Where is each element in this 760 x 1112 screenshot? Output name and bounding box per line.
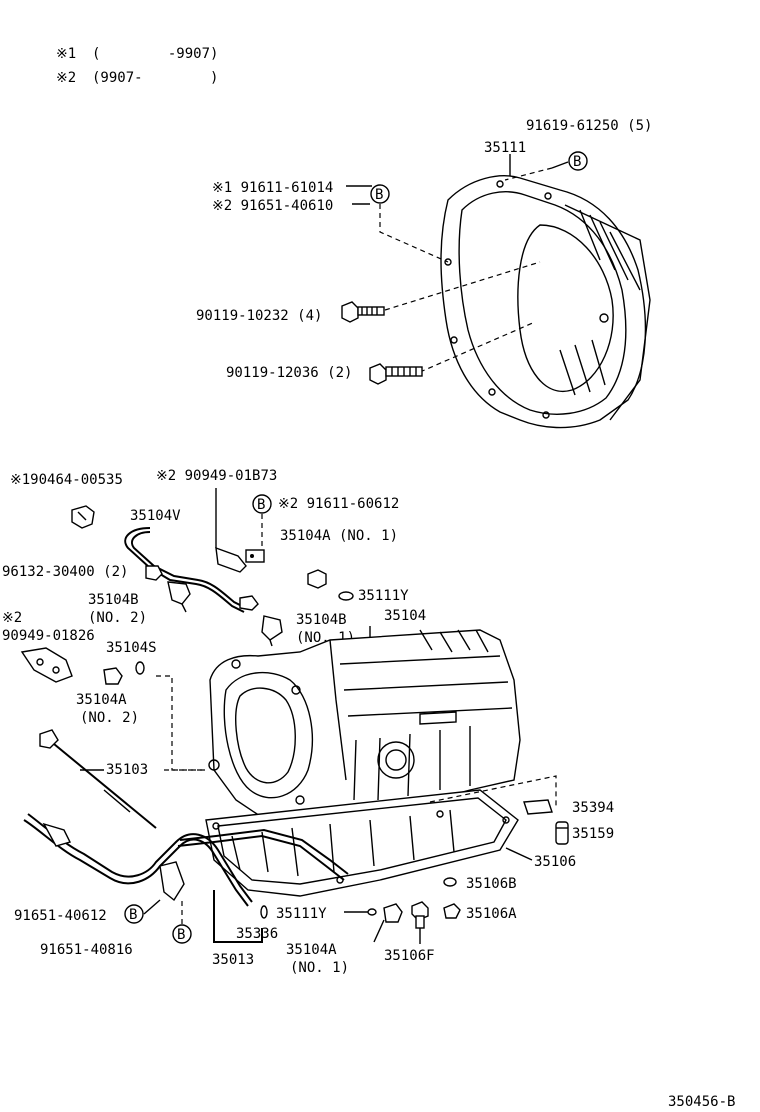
transmission-case-drawing <box>208 629 521 829</box>
gasket-35106b-drawing <box>443 877 457 887</box>
label-91611-60612: ※2 91611-60612 <box>278 496 399 512</box>
label-35104a-no1-top: 35104A (NO. 1) <box>280 528 398 544</box>
union-35104b-no1-drawing <box>261 615 283 647</box>
dipstick-35103-drawing <box>39 729 157 829</box>
note-2-mark: ※2 <box>56 70 76 86</box>
bolt-90119-10232-drawing <box>341 301 385 323</box>
label-90119-12036: 90119-12036 (2) <box>226 365 352 381</box>
label-90949-01826: 90949-01826 <box>2 628 95 644</box>
oil-pan-35106-drawing <box>205 789 519 897</box>
label-35103: 35103 <box>106 762 148 778</box>
label-35104b-no1: 35104B <box>296 612 347 628</box>
leader-35394 <box>429 775 557 806</box>
label-35111y-bot: 35111Y <box>276 906 327 922</box>
label-35106a: 35106A <box>466 906 517 922</box>
leader-91651-40612 <box>143 899 161 915</box>
b-marker-label: B <box>257 497 265 513</box>
b-marker-91651-40816: B <box>172 924 192 944</box>
label-35111y-top: 35111Y <box>358 588 409 604</box>
label-91651-40612: 91651-40612 <box>14 908 107 924</box>
plug-35104a-no2-drawing <box>103 667 123 685</box>
oring-35111y-top-drawing <box>338 591 354 601</box>
label-35104s: 35104S <box>106 640 157 656</box>
oring-35111y-bot-drawing <box>367 908 377 916</box>
bolt-35106f-drawing <box>411 901 429 929</box>
label-91651-40816: 91651-40816 <box>40 942 133 958</box>
label-90119-10232: 90119-10232 (4) <box>196 308 322 324</box>
b-marker-label: B <box>375 187 383 203</box>
label-90949-01826-mark: ※2 <box>2 610 22 626</box>
bolt-90119-12036-drawing <box>369 363 423 385</box>
b-marker-91651-40612: B <box>124 904 144 924</box>
label-35104a-no2: 35104A <box>76 692 127 708</box>
label-91611-61014: ※1 91611-61014 <box>212 180 333 196</box>
breather-hose-35104v-drawing <box>124 527 247 613</box>
label-35104a-no1-bot: 35104A <box>286 942 337 958</box>
bracket-35013 <box>213 890 263 943</box>
label-90464-00535: ※190464-00535 <box>10 472 123 488</box>
b-marker-label: B <box>177 927 185 943</box>
diagram-id: 350456-B <box>668 1094 735 1110</box>
oil-cooler-tube-35013-drawing <box>23 813 349 907</box>
label-96132-30400: 96132-30400 (2) <box>2 564 128 580</box>
magnet-35394-drawing <box>523 799 553 815</box>
label-35106f: 35106F <box>384 948 435 964</box>
note-1-mark: ※1 <box>56 46 76 62</box>
bracket-90949-01826-drawing <box>20 647 73 683</box>
note-1-range: ( -9907) <box>92 46 218 62</box>
plug-35104a-no1-top-drawing <box>307 569 327 589</box>
label-35106: 35106 <box>534 854 576 870</box>
label-35104a-no1-bot-sub: (NO. 1) <box>290 960 349 976</box>
label-35394: 35394 <box>572 800 614 816</box>
b-marker-91619: B <box>568 151 588 171</box>
gasket-35104s-drawing <box>135 661 145 675</box>
leader-35104a-no1-bot <box>373 919 385 943</box>
leader-35106 <box>505 847 533 861</box>
note-2-range: (9907- ) <box>92 70 218 86</box>
label-35336: 35336 <box>236 926 278 942</box>
label-35111: 35111 <box>484 140 526 156</box>
label-90949-01b73: ※2 90949-01B73 <box>156 468 277 484</box>
applicability-notes: ※1 ( -9907) ※2 (9907- ) <box>56 46 218 86</box>
b-marker-label: B <box>129 907 137 923</box>
union-35104b-no2-drawing <box>167 581 191 613</box>
b-marker-91611-60612: B <box>252 494 272 514</box>
label-35104: 35104 <box>384 608 426 624</box>
label-35104b-no2: 35104B <box>88 592 139 608</box>
clip-96132-drawing <box>145 565 259 611</box>
oring-35336-drawing <box>260 905 268 919</box>
drain-plug-35106a-drawing <box>443 903 461 919</box>
leader-35104a-no2 <box>156 675 206 771</box>
label-91619-61250: 91619-61250 (5) <box>526 118 652 134</box>
bell-housing-drawing <box>440 175 651 429</box>
b-marker-label: B <box>573 154 581 170</box>
label-35159: 35159 <box>572 826 614 842</box>
b-marker-91611: B <box>370 184 390 204</box>
clamp-90464-drawing <box>71 505 95 529</box>
sensor-90949-01b73-drawing <box>215 546 265 573</box>
bell-housing-leaders <box>346 154 569 373</box>
label-35106b: 35106B <box>466 876 517 892</box>
label-35104v: 35104V <box>130 508 181 524</box>
label-35104b-no2-sub: (NO. 2) <box>88 610 147 626</box>
label-35013: 35013 <box>212 952 254 968</box>
label-35104a-no2-sub: (NO. 2) <box>80 710 139 726</box>
union-35104a-no1-bot-drawing <box>383 903 403 923</box>
filter-35159-drawing <box>555 821 569 845</box>
label-91651-40610: ※2 91651-40610 <box>212 198 333 214</box>
